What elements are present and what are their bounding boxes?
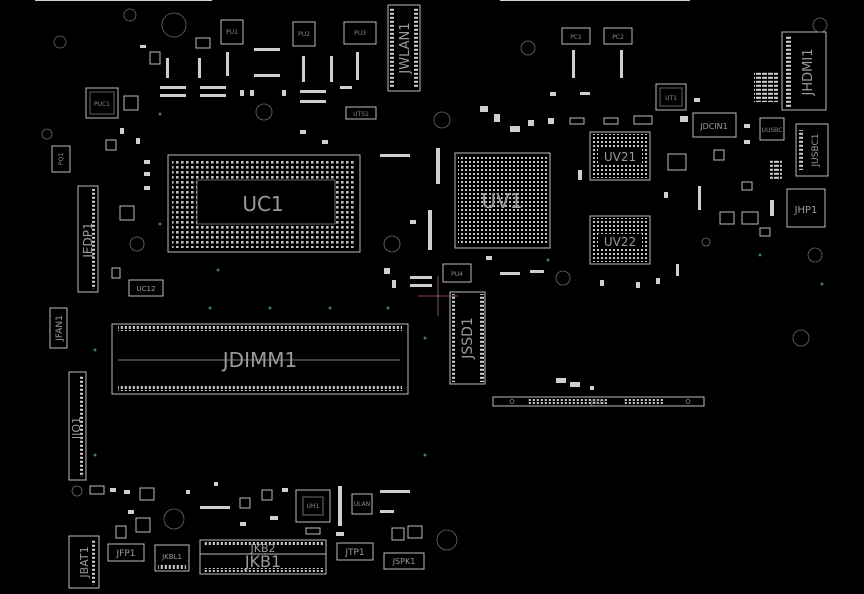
- card-slot-jsd1: JSD1: [492, 396, 705, 407]
- cpu-uc1: UC1: [167, 154, 361, 253]
- uv21-label: UV21: [604, 150, 636, 164]
- chip-pu4: PU4: [442, 263, 472, 283]
- jhp1-label: JHP1: [794, 205, 818, 216]
- jio1-label: JIO1: [70, 417, 83, 440]
- pu2-label: PU2: [298, 31, 310, 38]
- speaker-connector-jspk1: JSPK1: [383, 552, 425, 570]
- jfp1-label: JFP1: [116, 549, 136, 559]
- pu3-label: PU3: [354, 30, 366, 37]
- uusbc-label: UUSBC: [762, 127, 783, 134]
- jtp1-label: JTP1: [344, 548, 364, 558]
- test-points: [93, 112, 824, 457]
- chip-ulan: ULAN: [351, 493, 373, 515]
- chip-pu3: PU3: [343, 21, 377, 45]
- jfan1-label: JFAN1: [55, 315, 65, 342]
- uc1-label: UC1: [242, 192, 283, 216]
- jbat1-label: JBAT1: [78, 546, 91, 578]
- uh1-label: UH1: [307, 503, 320, 510]
- fan-connector-jfan1: JFAN1: [49, 307, 68, 349]
- battery-connector-jbat1: JBAT1: [68, 535, 100, 589]
- chip-ut1: UT1: [655, 83, 687, 111]
- vram-uv21: UV21: [589, 131, 651, 181]
- mounting-holes: [41, 8, 828, 551]
- chip-puc1: PUC1: [85, 87, 119, 119]
- jkbl1-label: JKBL1: [161, 553, 182, 561]
- chip-uusbc: UUSBC: [759, 117, 785, 141]
- uv1-label: UV1: [481, 189, 522, 213]
- wlan-connector-jwlan1: JWLAN1: [387, 4, 421, 92]
- puc1-label: PUC1: [94, 101, 110, 108]
- uts1-label: UTS1: [353, 111, 369, 118]
- keyboard-backlight-connector-jkbl1: JKBL1: [154, 544, 190, 572]
- jkb2-label: JKB2: [249, 542, 275, 555]
- edp-connector-jedp1: JEDP1: [77, 185, 99, 293]
- chip-pu1: PU1: [220, 19, 244, 45]
- crosshair-marker: [418, 276, 458, 316]
- chip-uts1: UTS1: [345, 106, 377, 120]
- touchpad-connector-jtp1: JTP1: [336, 542, 374, 561]
- ulan-label: ULAN: [354, 501, 370, 508]
- chip-pc2: PC2: [603, 27, 633, 45]
- dc-in-jdcin1: JDCIN1: [692, 112, 737, 138]
- vram-uv22: UV22: [589, 215, 651, 265]
- chip-uh1: UH1: [295, 489, 331, 523]
- hdmi-connector-jhdmi1: JHDMI1: [781, 31, 827, 111]
- pq1-label: PQ1: [58, 153, 65, 165]
- fingerprint-connector-jfp1: JFP1: [107, 543, 145, 562]
- jssd1-label: JSSD1: [460, 317, 476, 360]
- pc1-label: PC1: [570, 34, 582, 41]
- uc12-label: UC12: [137, 285, 156, 293]
- jdimm1-label: JDIMM1: [221, 348, 297, 372]
- jsd1-label: JSD1: [590, 399, 605, 406]
- jkb1-label: JKB1: [244, 552, 281, 571]
- ssd-connector-jssd1: JSSD1: [449, 291, 486, 385]
- chip-uc12: UC12: [128, 279, 164, 297]
- pu4-label: PU4: [451, 271, 463, 278]
- passive-components: [89, 37, 782, 541]
- chip-pq1: PQ1: [51, 145, 71, 173]
- pu1-label: PU1: [226, 29, 238, 36]
- gpu-uv1: UV1: [454, 152, 551, 249]
- usbc-connector-jusbc1: JUSBC1: [795, 123, 829, 177]
- pc2-label: PC2: [612, 34, 624, 41]
- jspk1-label: JSPK1: [392, 557, 416, 566]
- jdcin1-label: JDCIN1: [699, 122, 728, 131]
- jwlan1-label: JWLAN1: [398, 22, 413, 74]
- jedp1-label: JEDP1: [81, 222, 95, 258]
- keyboard-connector-jkb1: JKB1: [199, 552, 327, 575]
- ut1-label: UT1: [665, 95, 677, 102]
- io-connector-jio1: JIO1: [68, 371, 87, 481]
- uv22-label: UV22: [604, 235, 636, 249]
- memory-slot-jdimm1: JDIMM1: [111, 323, 409, 395]
- jhdmi1-label: JHDMI1: [801, 49, 816, 97]
- chip-pc1: PC1: [561, 27, 591, 45]
- headphone-jack-jhp1: JHP1: [786, 188, 826, 228]
- chip-pu2: PU2: [292, 21, 316, 47]
- jusbc1-label: JUSBC1: [811, 134, 821, 168]
